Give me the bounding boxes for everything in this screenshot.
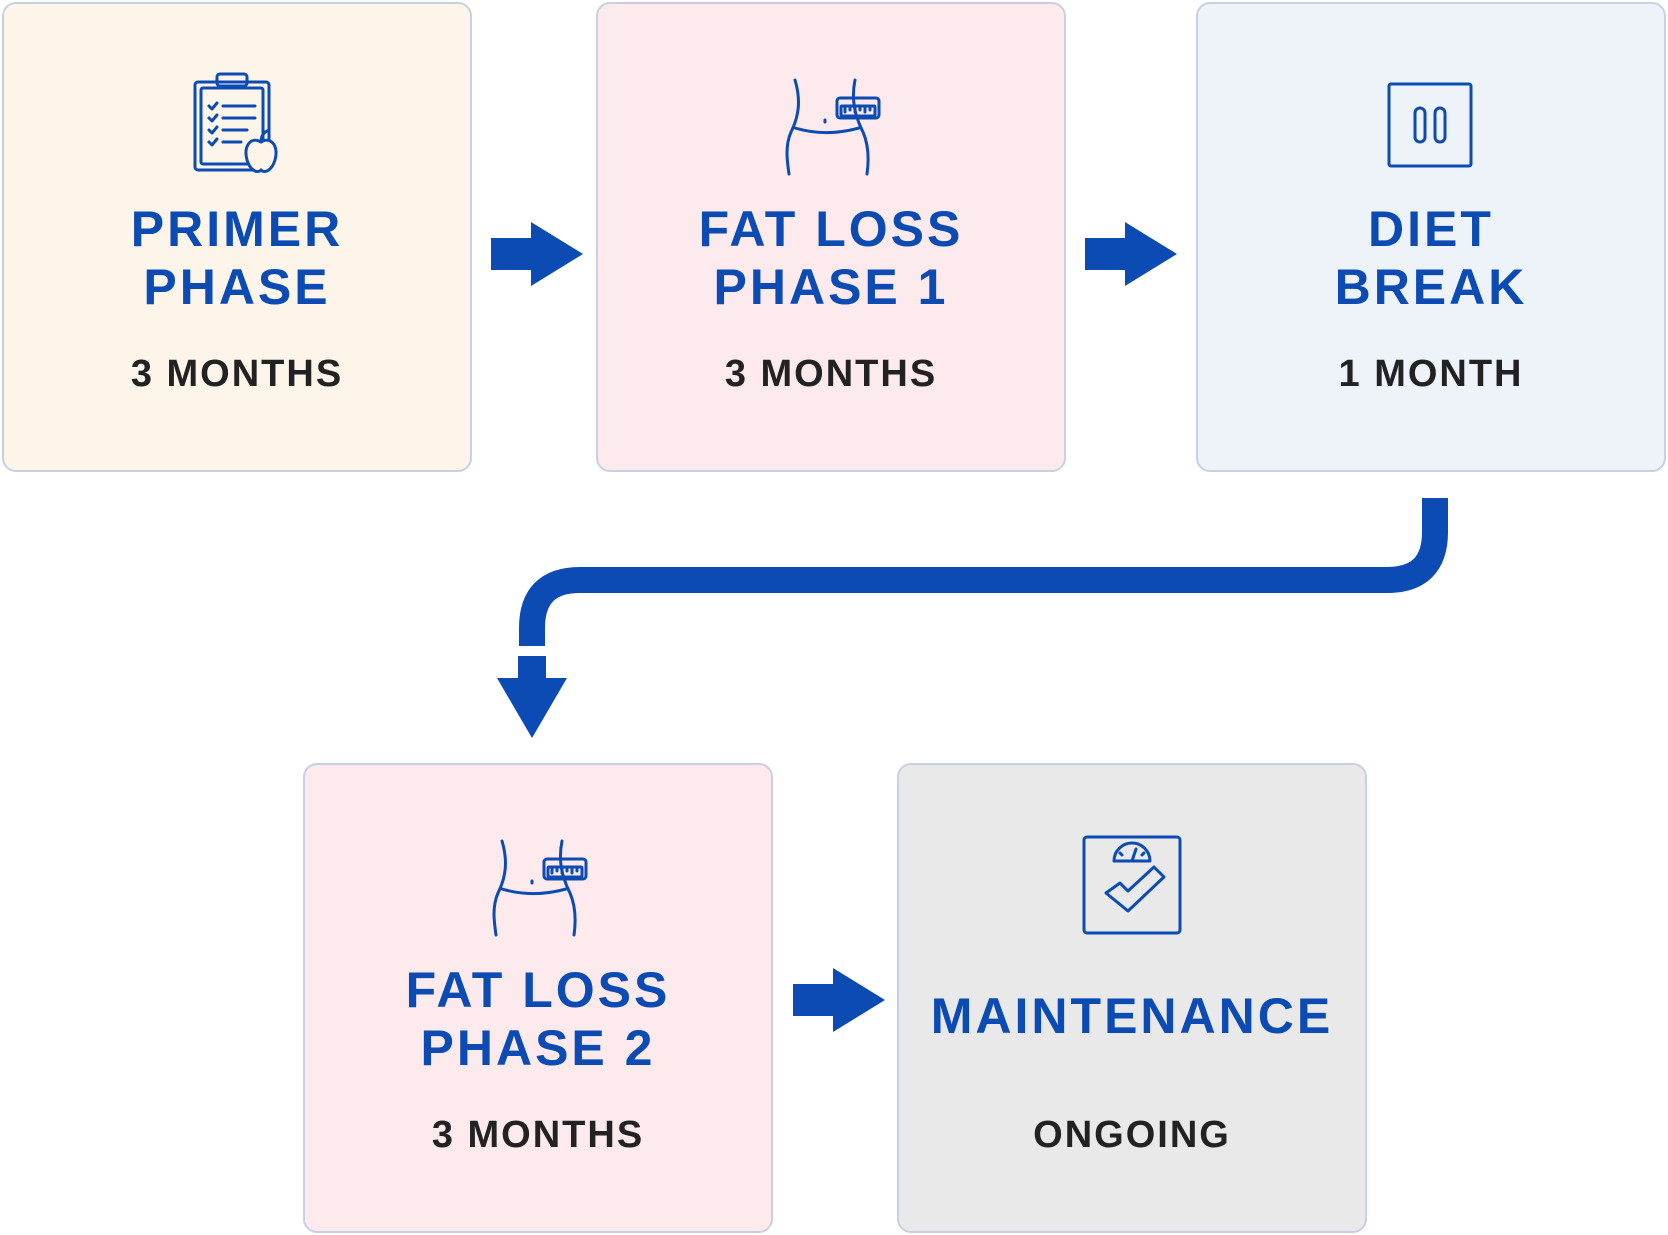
scale-check-icon xyxy=(899,831,1365,943)
phase-card-fat-loss-1: FAT LOSS PHASE 1 3 MONTHS xyxy=(596,2,1066,472)
phase-card-primer: PRIMER PHASE 3 MONTHS xyxy=(2,2,472,472)
arrow-right-1 xyxy=(491,222,583,286)
phase-card-maintenance: MAINTENANCE ONGOING xyxy=(897,763,1367,1233)
arrow-right-2 xyxy=(1085,222,1177,286)
phase-duration: 3 MONTHS xyxy=(724,353,938,395)
waist-tape-icon xyxy=(305,831,771,943)
pause-icon xyxy=(1198,70,1664,182)
phase-title: FAT LOSS PHASE 1 xyxy=(698,201,964,315)
phase-card-fat-loss-2: FAT LOSS PHASE 2 3 MONTHS xyxy=(303,763,773,1233)
phase-duration: 1 MONTH xyxy=(1338,353,1524,395)
waist-tape-icon xyxy=(598,70,1064,182)
arrow-down-curve xyxy=(497,498,1448,738)
phase-title: FAT LOSS PHASE 2 xyxy=(405,962,671,1076)
arrow-right-3 xyxy=(793,968,885,1032)
phase-title: PRIMER PHASE xyxy=(130,201,344,315)
clipboard-apple-icon xyxy=(4,70,470,182)
phase-title: MAINTENANCE xyxy=(930,988,1334,1044)
phase-duration: 3 MONTHS xyxy=(431,1114,645,1156)
phase-duration: 3 MONTHS xyxy=(130,353,344,395)
phase-duration: ONGOING xyxy=(1033,1114,1231,1156)
phase-title: DIET BREAK xyxy=(1334,201,1528,315)
phase-card-diet-break: DIET BREAK 1 MONTH xyxy=(1196,2,1666,472)
